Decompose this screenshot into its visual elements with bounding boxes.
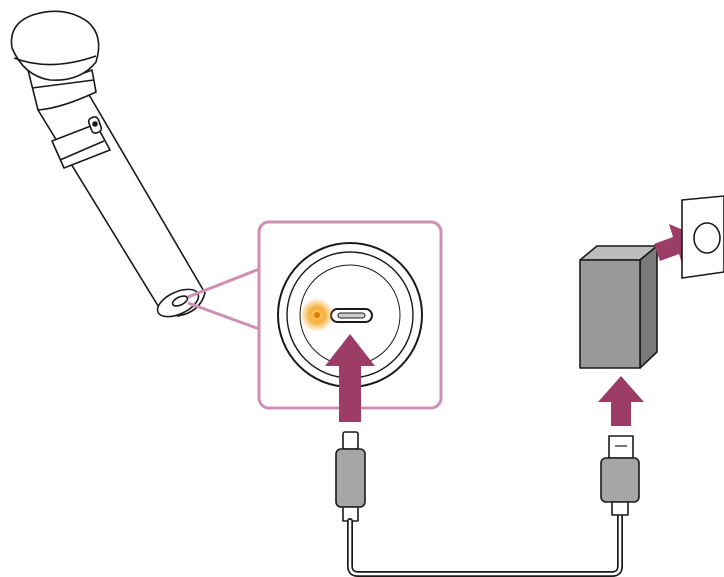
callout-connector [187, 266, 263, 332]
insert-usb-a-arrow [598, 376, 644, 426]
microphone-icon [10, 10, 206, 318]
usb-c-plug-icon [335, 431, 366, 522]
usb-a-plug-icon [600, 435, 640, 516]
insert-usb-c-arrow [325, 334, 375, 422]
wall-outlet-icon [681, 195, 724, 279]
cable [347, 511, 623, 577]
ac-adapter-icon [579, 245, 658, 369]
led-icon [300, 298, 334, 332]
